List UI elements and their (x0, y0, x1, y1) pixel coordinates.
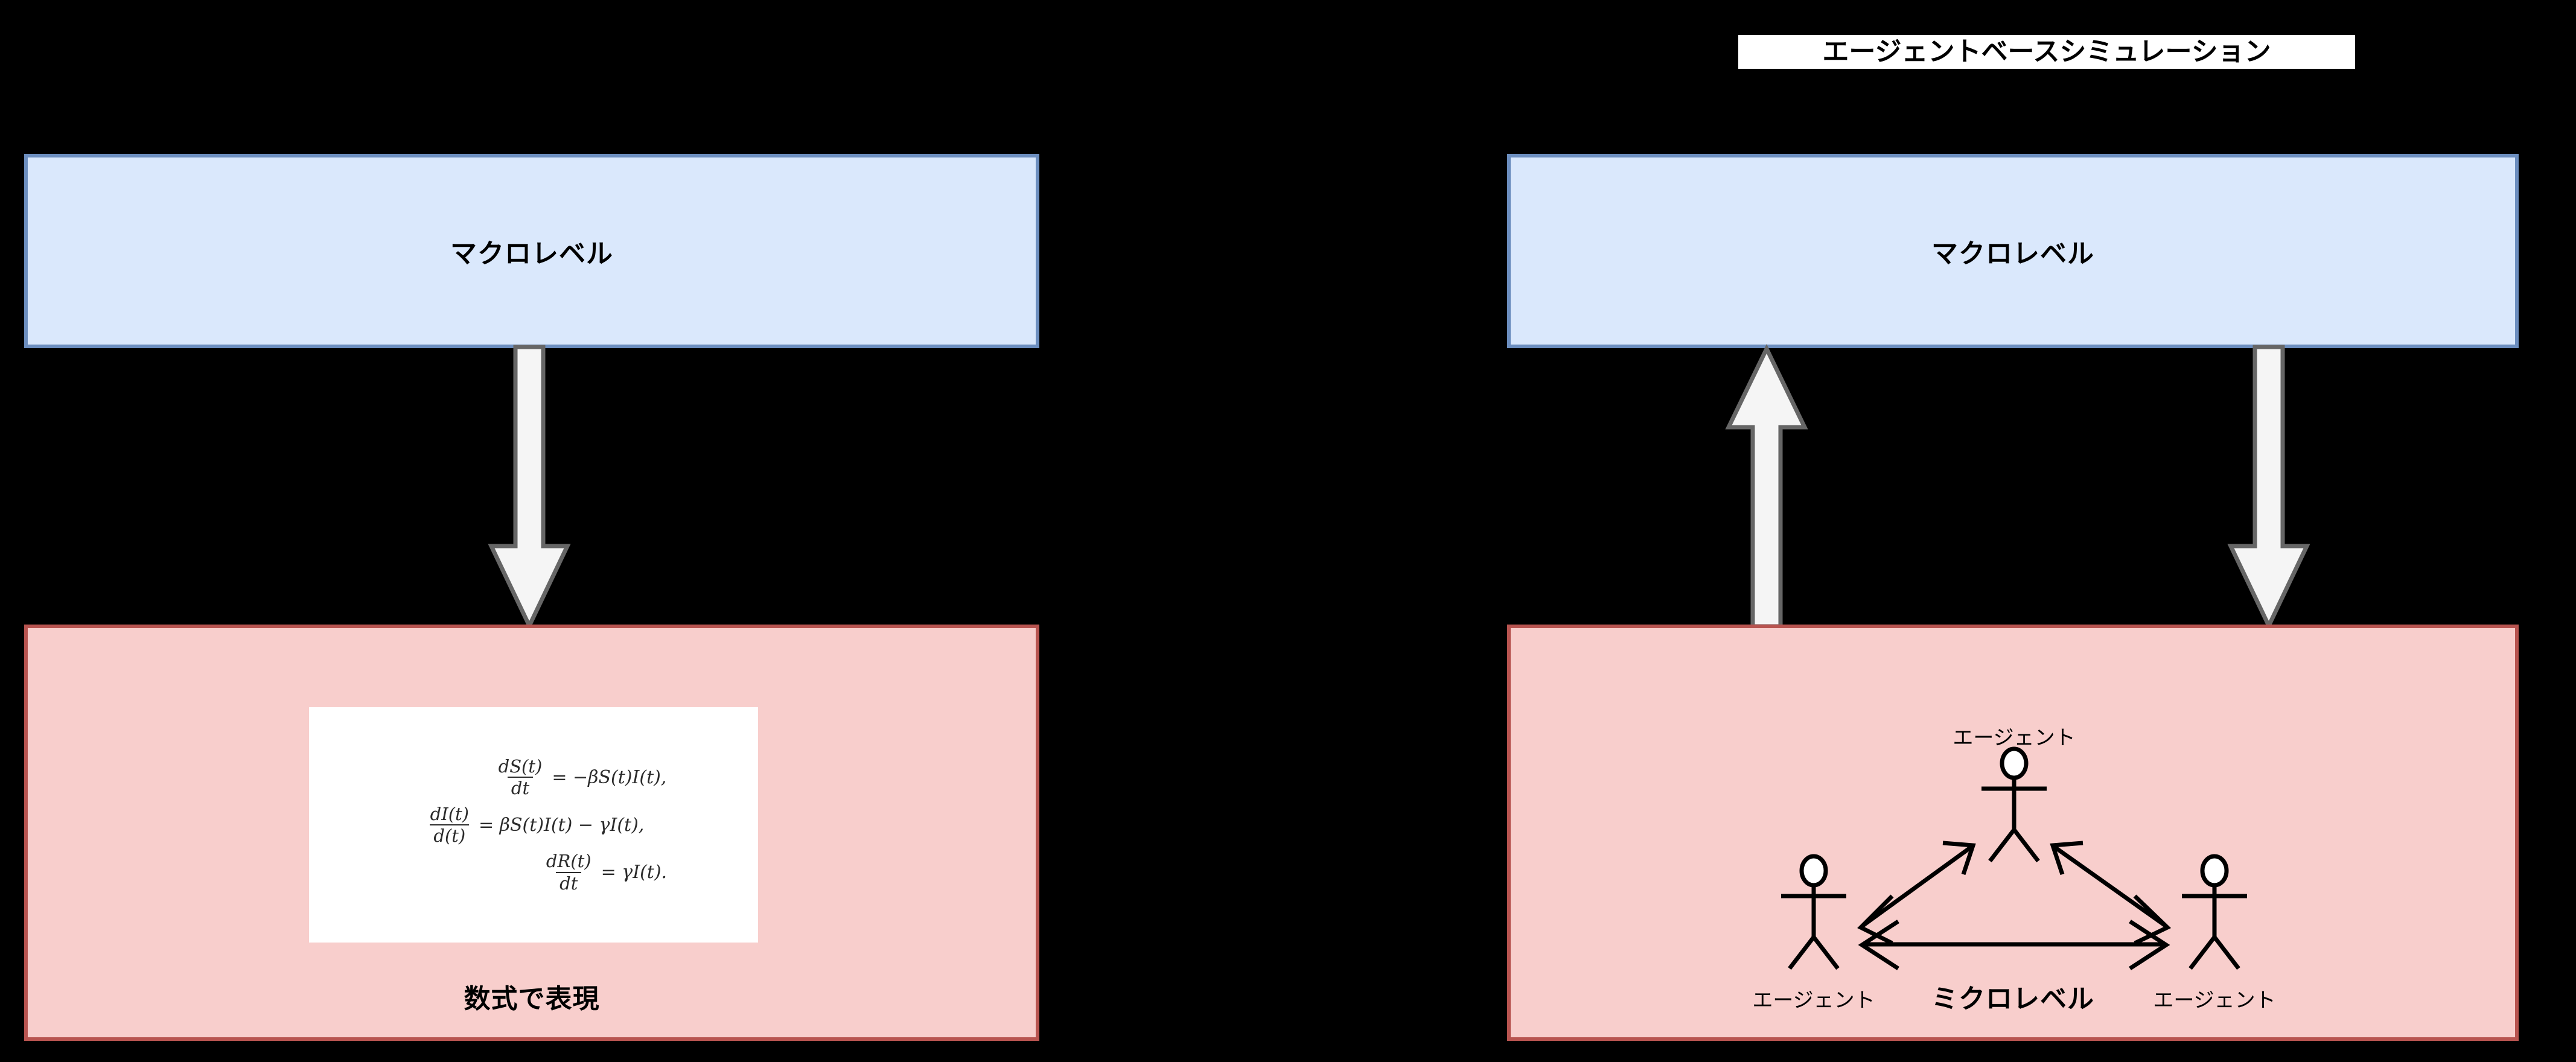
left-macro-level-label: マクロレベル (450, 239, 613, 269)
fraction-numerator: dR(t) (546, 851, 591, 872)
equation-row: dI(t) d(t) = βS(t)I(t) − γI(t), (309, 803, 758, 845)
derivative-fraction: dI(t) d(t) (427, 803, 473, 845)
right-micro-level-label: ミクロレベル (1931, 984, 2094, 1014)
equation-row: dR(t) dt = γI(t). (240, 852, 827, 892)
fraction-denominator: dt (507, 777, 534, 798)
left-macro-level-box: マクロレベル (24, 154, 1039, 348)
right-macro-level-label: マクロレベル (1931, 239, 2094, 269)
derivative-fraction: dS(t) dt (495, 757, 546, 798)
fraction-numerator: dS(t) (498, 755, 543, 777)
left-micro-level-label: 数式で表現 (464, 984, 600, 1014)
sir-equation-panel: dS(t) dt = −βS(t)I(t), dI(t) d(t) = βS(t… (309, 707, 758, 943)
fraction-denominator: dt (556, 871, 582, 892)
right-micro-level-box: ミクロレベル (1507, 625, 2519, 1041)
derivative-fraction: dR(t) dt (543, 852, 595, 892)
fraction-numerator: dI(t) (430, 803, 469, 824)
left-macro-to-micro-arrow (488, 345, 571, 631)
equation-right-hand-side: = γI(t). (601, 862, 668, 883)
right-macro-level-box: マクロレベル (1507, 154, 2519, 348)
right-macro-to-micro-arrow (2227, 345, 2310, 631)
equation-row: dS(t) dt = −βS(t)I(t), (264, 757, 803, 798)
right-micro-to-macro-arrow (1725, 343, 1808, 629)
equation-right-hand-side: = −βS(t)I(t), (552, 766, 667, 788)
fraction-denominator: d(t) (430, 824, 470, 845)
diagram-title: エージェントベースシミュレーション (1738, 35, 2355, 69)
equation-right-hand-side: = βS(t)I(t) − γI(t), (478, 814, 645, 836)
